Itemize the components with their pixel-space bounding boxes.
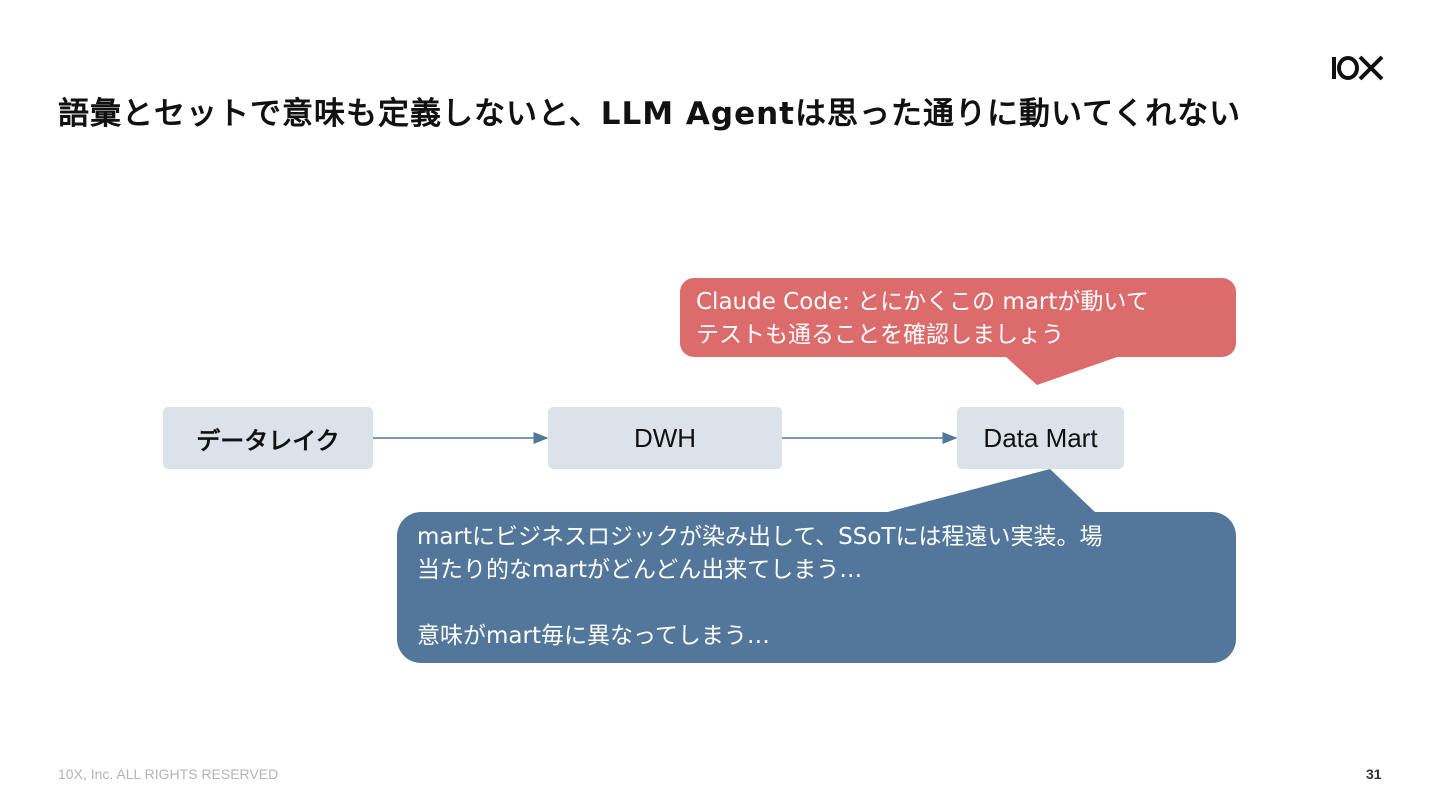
blue-callout-tail [880,469,1097,514]
node-data-mart-label: Data Mart [983,422,1098,453]
callout-red-line-1: Claude Code: とにかくこの martが動いて [696,289,1149,315]
page-number: 31 [1366,766,1382,782]
node-datalake-label: データレイク [196,426,340,455]
callout-blue-line-3: 意味がmart毎に異なってしまう… [417,623,770,649]
node-data-mart: Data Mart [957,407,1124,469]
slide-title: 語彙とセットで意味も定義しないと、LLM Agentは思った通りに動いてくれない [58,96,1242,132]
copyright-text: 10X, Inc. ALL RIGHTS RESERVED [58,766,279,782]
node-dwh: DWH [548,407,782,469]
node-datalake: データレイク [163,407,373,469]
callout-blue-line-1: martにビジネスロジックが染み出して、SSoTには程遠い実装。場 [417,524,1103,550]
10x-logo-icon [1330,52,1386,84]
red-callout-tail [1005,356,1120,385]
claude-code-callout: Claude Code: とにかくこの martが動いて テストも通ることを確認… [680,278,1236,357]
callout-red-line-2: テストも通ることを確認しましょう [696,322,1064,348]
node-dwh-label: DWH [633,422,697,453]
callout-blue-spacer [417,587,1216,620]
callout-blue-line-2: 当たり的なmartがどんどん出来てしまう… [417,557,863,583]
problem-callout: martにビジネスロジックが染み出して、SSoTには程遠い実装。場 当たり的なm… [397,512,1236,663]
